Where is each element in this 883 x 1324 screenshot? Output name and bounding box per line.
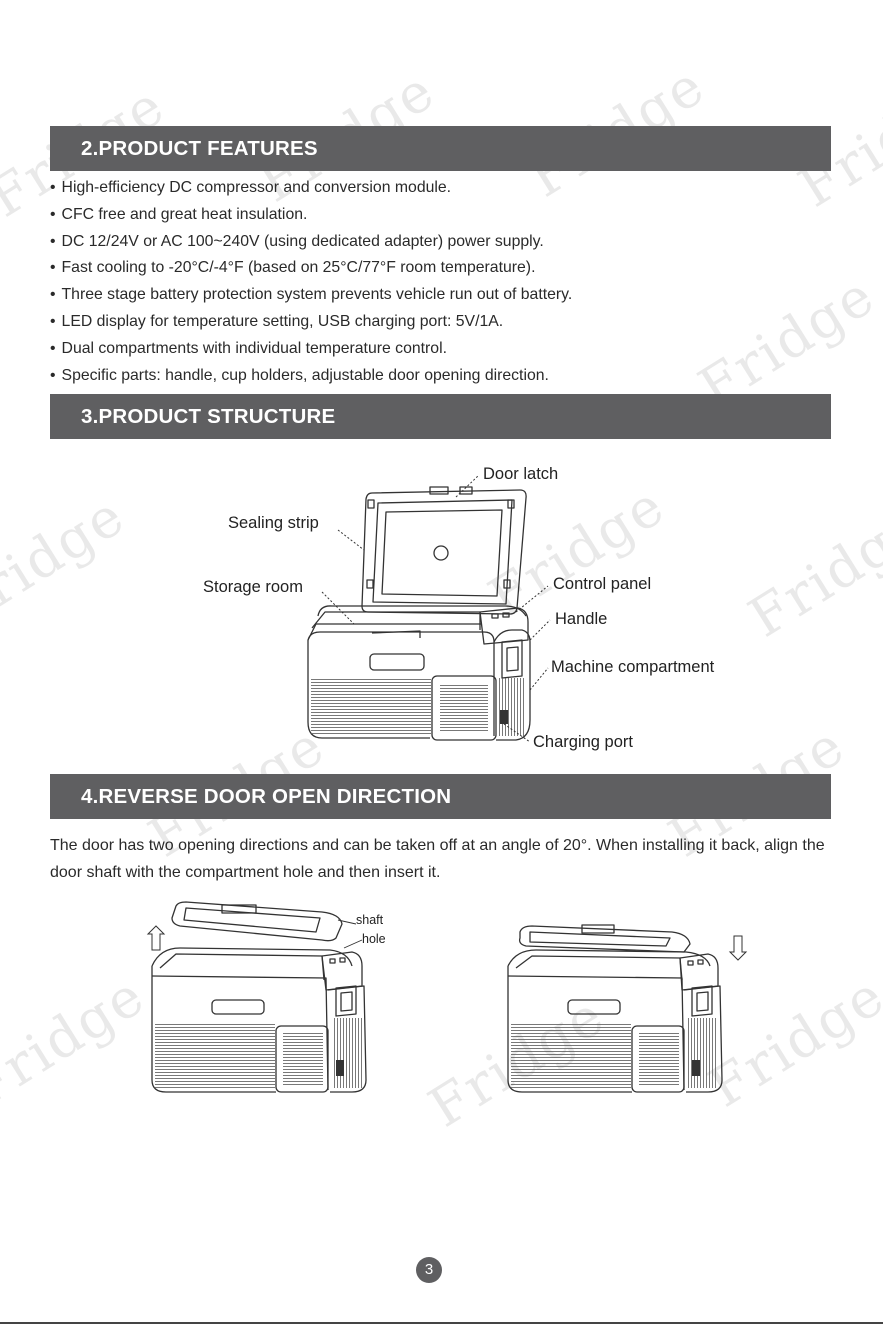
watermark-text: Fridge <box>698 963 883 1120</box>
list-item: Fast cooling to -20°C/-4°F (based on 25°… <box>50 255 572 282</box>
label-storage-room: Storage room <box>203 578 303 596</box>
label-handle: Handle <box>555 610 608 628</box>
label-control-panel: Control panel <box>553 575 652 593</box>
list-item: CFC free and great heat insulation. <box>50 202 572 229</box>
list-item: DC 12/24V or AC 100~240V (using dedicate… <box>50 229 572 256</box>
label-machine-compartment: Machine compartment <box>551 658 715 676</box>
bottom-divider <box>0 1322 883 1324</box>
list-item: LED display for temperature setting, USB… <box>50 309 572 336</box>
list-item: High-efficiency DC compressor and conver… <box>50 175 572 202</box>
section-title: 3.PRODUCT STRUCTURE <box>81 404 336 428</box>
list-item: Three stage battery protection system pr… <box>50 282 573 309</box>
label-door-latch: Door latch <box>483 465 559 483</box>
label-sealing-strip: Sealing strip <box>228 514 319 532</box>
list-item: Dual compartments with individual temper… <box>50 336 572 363</box>
label-charging-port: Charging port <box>533 733 633 751</box>
label-hole: hole <box>362 932 386 946</box>
section-header-product-structure: 3.PRODUCT STRUCTURE <box>50 394 831 439</box>
watermark-text: Fridge <box>0 483 136 640</box>
section-title: 4.REVERSE DOOR OPEN DIRECTION <box>81 784 452 808</box>
list-item: Specific parts: handle, cup holders, adj… <box>50 363 572 390</box>
reverse-door-instructions: The door has two opening directions and … <box>50 837 825 881</box>
watermark-text: Fridge <box>738 493 883 650</box>
feature-list: High-efficiency DC compressor and conver… <box>50 175 573 390</box>
section-header-product-features: 2.PRODUCT FEATURES <box>50 126 831 171</box>
watermark-text: Fridge <box>478 473 676 630</box>
watermark-text: Fridge <box>0 963 156 1120</box>
section-header-reverse-door: 4.REVERSE DOOR OPEN DIRECTION <box>50 774 831 819</box>
section-title: 2.PRODUCT FEATURES <box>81 136 318 160</box>
watermark-text: Fridge <box>418 983 616 1140</box>
label-shaft: shaft <box>356 913 384 927</box>
page-number-badge: 3 <box>416 1257 442 1283</box>
